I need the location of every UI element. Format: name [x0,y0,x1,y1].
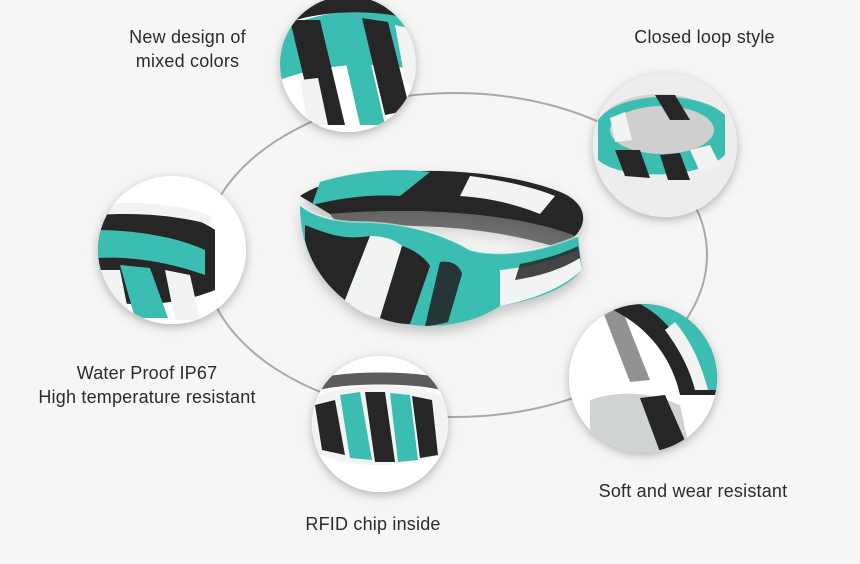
feature-label-water-proof: Water Proof IP67 High temperature resist… [16,361,278,409]
detail-circle-soft-wear [569,304,717,452]
feature-text: Soft and wear resistant [598,481,788,501]
detail-circle-closed-loop [593,73,737,217]
detail-circle-rfid-chip [312,356,448,492]
feature-text: High temperature resistant [38,387,256,407]
detail-circle-mixed-colors [280,0,416,132]
feature-label-mixed-colors: New design of mixed colors [105,25,270,73]
feature-text: mixed colors [135,51,240,71]
feature-label-soft-wear: Soft and wear resistant [575,479,811,503]
feature-label-rfid-chip: RFID chip inside [283,512,463,536]
wristband-main-image [299,170,584,326]
feature-text: Closed loop style [634,27,775,47]
feature-text: RFID chip inside [305,514,441,534]
feature-text: Water Proof IP67 [76,363,218,383]
feature-text: New design of [129,27,246,47]
detail-circle-water-proof [98,176,246,324]
feature-label-closed-loop: Closed loop style [612,25,797,49]
